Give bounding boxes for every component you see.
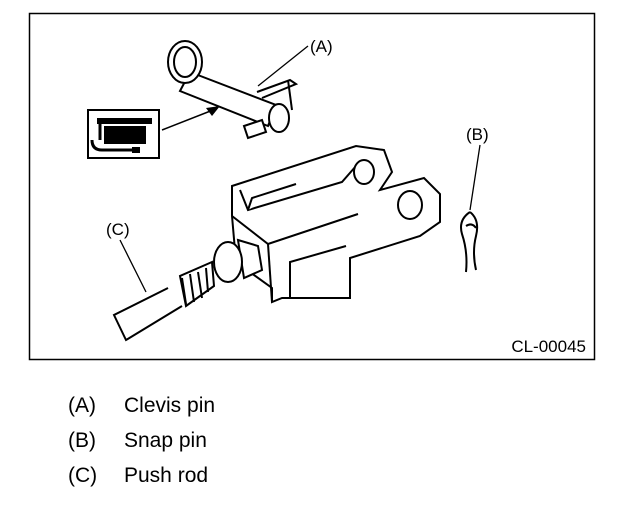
figure-id: CL-00045 [511, 337, 586, 356]
legend-name: Clevis pin [124, 394, 216, 417]
legend-item: (A) Clevis pin [68, 388, 215, 423]
legend-item: (B) Snap pin [68, 423, 215, 458]
legend-item: (C) Push rod [68, 458, 215, 493]
leader-line-b [469, 144, 481, 211]
legend-key: (A) [68, 394, 96, 417]
legend-name: Snap pin [124, 429, 207, 452]
legend-key: (C) [68, 464, 98, 487]
callout-label-c: (C) [106, 220, 130, 239]
legend-name: Push rod [124, 464, 209, 487]
snap-pin-icon [460, 211, 479, 273]
callout-legend: (A) Clevis pin (B) Snap pin (C) Push rod [68, 388, 215, 493]
push-rod-icon [112, 238, 264, 342]
leader-line-a [257, 45, 309, 87]
callout-label-a: (A) [310, 37, 333, 56]
grease-application-icon [87, 109, 160, 159]
clevis-yoke-icon [231, 144, 441, 304]
callout-label-b: (B) [466, 125, 489, 144]
leader-line-c [119, 239, 147, 293]
clevis-pin-icon [167, 40, 299, 140]
legend-key: (B) [68, 429, 96, 452]
grease-pointer-arrow [161, 106, 220, 131]
